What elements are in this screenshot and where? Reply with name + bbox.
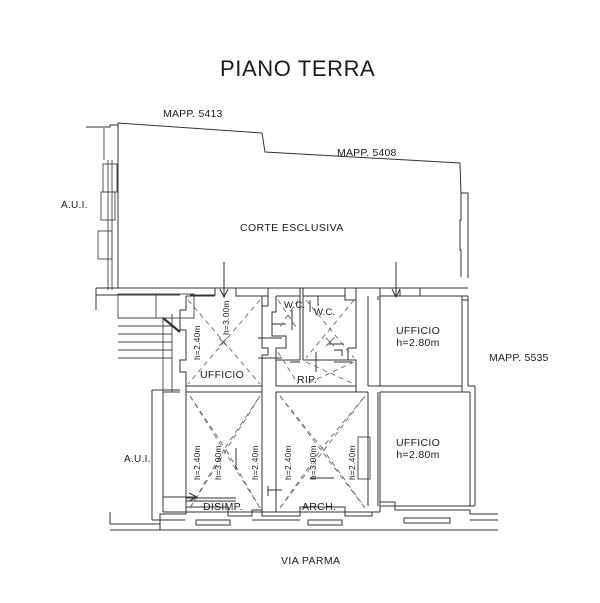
parcel-label-5413: MAPP. 5413 [163,108,223,120]
street-label: VIA PARMA [281,555,341,567]
vault-centre-marks [218,337,335,347]
interior-partition-walls [163,288,380,513]
east-offices-walls [379,295,476,507]
west-exterior-wall [95,296,185,525]
room-label-wc-right: W.C. [314,307,336,318]
room-label-ripostiglio: RIP. [297,374,318,386]
staircase [117,293,195,393]
room-label-ufficio-right-upper: UFFICIO h=2.80m [396,325,440,349]
parcel-label-5535: MAPP. 5535 [489,352,549,364]
entrance-arrow-right [391,262,401,299]
height-mark-disimp-c: h=2.40m [250,445,260,480]
height-mark-disimp-b: h=3.00m [213,445,223,480]
height-mark-arch-c: h=2.40m [347,445,357,480]
room-label-disimpegno: DISIMP. [203,501,243,513]
room-label-ufficio-center-left: UFFICIO [200,369,245,381]
room-label-wc-left: W.C. [284,300,306,311]
height-mark-disimp-a: h=2.40m [192,445,202,480]
room-label-ufficio-right-lower: UFFICIO h=2.80m [396,437,440,461]
area-label-aui-upper: A.U.I. [61,200,88,211]
room-label-archivio: ARCH. [302,501,337,513]
door-openings [186,296,352,502]
height-mark-ufficio-a: h=2.40m [192,325,202,360]
south-exterior-wall [110,501,498,531]
height-mark-arch-a: h=2.40m [283,445,293,480]
north-exterior-wall [95,287,468,301]
area-label-courtyard: CORTE ESCLUSIVA [240,222,344,234]
height-mark-arch-b: h=3.00m [308,445,318,480]
parcel-label-5408: MAPP. 5408 [337,147,397,159]
vault-diagonals [187,299,366,509]
east-wall-niche [357,436,371,480]
courtyard-outline [86,122,469,288]
aui-entrance-arrow [163,492,199,502]
room-height-text: h=2.80m [396,449,440,461]
entrance-arrow-left [219,262,229,299]
room-name-text: UFFICIO [396,437,441,449]
west-wall-niches [97,128,118,290]
area-label-aui-lower: A.U.I. [124,454,151,465]
height-mark-ufficio-b: h=3.00m [221,300,231,335]
page-title: PIANO TERRA [220,56,376,81]
room-name-text: UFFICIO [396,325,441,337]
room-height-text: h=2.80m [396,337,440,349]
